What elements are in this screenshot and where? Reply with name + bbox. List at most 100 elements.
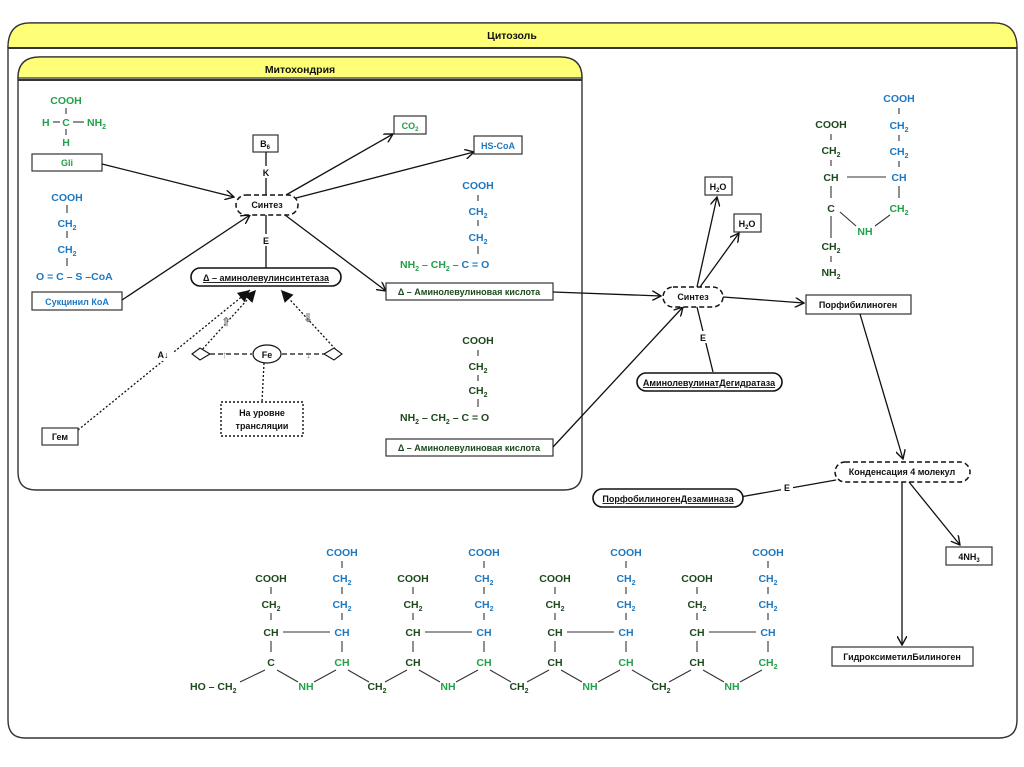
h2o-box-2[interactable] [733, 213, 762, 233]
ala-box-2[interactable] [385, 438, 554, 457]
translation-note [220, 401, 304, 437]
bond [668, 669, 692, 683]
heme-box[interactable] [41, 427, 79, 446]
ring-ch: CH [618, 657, 633, 669]
ring-ch: CH [689, 627, 704, 639]
svg-text:H2O: H2O [739, 219, 756, 231]
propionate-ch2: CH2 [758, 573, 777, 587]
propionate-ch2: CH2 [758, 599, 777, 613]
svg-text:↑: ↑ [222, 350, 227, 361]
ring-ch: CH [476, 657, 491, 669]
svg-text:H: H [42, 117, 50, 129]
edge-synthesis2-h2o-1 [696, 197, 717, 288]
succinyl-coa-structure: COOH CH2 CH2 O = C – S –CoA [36, 192, 113, 283]
mitochondria-header [17, 56, 583, 79]
svg-text:C: C [62, 117, 70, 129]
svg-text:Δ – Аминолевулиновая кислота: Δ – Аминолевулиновая кислота [398, 443, 541, 453]
ala-structure-2: COOH CH2 CH2 NH2 – CH2 – C = O [400, 335, 494, 426]
bridge-ch2: CH2 [651, 681, 670, 695]
ala-box-1[interactable] [385, 282, 554, 301]
svg-text:H: H [62, 137, 70, 149]
acetate-ch2: CH2 [261, 599, 280, 613]
svg-text:C: C [827, 203, 835, 215]
svg-text:ГидроксиметилБилиноген: ГидроксиметилБилиноген [843, 652, 961, 662]
edge-condensation-nh3 [908, 481, 960, 545]
propionate-cooh: COOH [752, 547, 784, 559]
hscoa-box[interactable] [473, 135, 523, 155]
svg-text:⇑: ⇑ [221, 315, 231, 329]
succinyl-coa-box[interactable] [31, 291, 123, 311]
acetate-cooh: COOH [255, 573, 287, 585]
svg-text:4NH3: 4NH3 [958, 552, 980, 564]
svg-text:HO – CH2: HO – CH2 [190, 681, 237, 695]
svg-text:Δ – Аминолевулиновая кислота: Δ – Аминолевулиновая кислота [398, 287, 541, 297]
svg-text:COOH: COOH [883, 93, 915, 105]
ring-ch: CH [476, 627, 491, 639]
svg-text:E: E [784, 483, 790, 493]
acetate-cooh: COOH [681, 573, 713, 585]
propionate-ch2: CH2 [332, 573, 351, 587]
svg-text:Синтез: Синтез [677, 292, 709, 302]
ring-ch2: CH2 [758, 657, 777, 671]
hydroxymethylbilane-box[interactable] [831, 646, 974, 667]
enzyme-edge-label: E [263, 236, 269, 246]
ring-nh: NH [298, 681, 313, 693]
svg-text:O = C – S –CoA: O = C – S –CoA [36, 271, 113, 283]
porphobilinogen-box[interactable] [805, 294, 912, 315]
svg-text:Fe: Fe [262, 350, 273, 360]
synthesis2-node[interactable] [662, 286, 724, 308]
propionate-cooh: COOH [610, 547, 642, 559]
bond [455, 669, 479, 683]
cytosol-title: Цитозоль [487, 30, 537, 42]
svg-text:ПорфобилиногенДезаминаза: ПорфобилиногенДезаминаза [602, 494, 734, 504]
svg-text:CH2: CH2 [468, 361, 487, 375]
acetate-ch2: CH2 [545, 599, 564, 613]
bond [702, 669, 725, 683]
edge-succ-synthesis [121, 215, 250, 301]
acetate-ch2: CH2 [403, 599, 422, 613]
porphobilinogen-structure: COOH CH2 CH C NH CH2 NH2 COOH CH2 CH2 CH… [815, 93, 915, 281]
svg-text:CH2: CH2 [821, 241, 840, 255]
ala-synthase-enzyme[interactable] [190, 267, 342, 287]
ring-carbon: CH [405, 657, 420, 669]
svg-text:CH2: CH2 [57, 218, 76, 232]
acetate-ch2: CH2 [687, 599, 706, 613]
svg-text:CH2: CH2 [468, 385, 487, 399]
nh3-box[interactable] [945, 546, 993, 566]
svg-text:NH2: NH2 [821, 267, 840, 281]
bond [631, 669, 654, 683]
bridge-ch2: CH2 [509, 681, 528, 695]
co2-box[interactable] [393, 115, 427, 135]
glycine-box[interactable] [31, 153, 103, 172]
bridge-ch2: CH2 [367, 681, 386, 695]
svg-text:COOH: COOH [462, 335, 494, 347]
ala-dehydratase-enzyme[interactable] [636, 372, 783, 392]
svg-text:CH2: CH2 [889, 146, 908, 160]
svg-text:Гем: Гем [52, 432, 69, 442]
propionate-ch2: CH2 [332, 599, 351, 613]
bond [347, 669, 370, 683]
svg-text:CH: CH [891, 172, 906, 184]
h2o-box-1[interactable] [704, 176, 733, 196]
ring-ch: CH [547, 627, 562, 639]
cytosol-header [7, 22, 1018, 49]
ring-nh: NH [582, 681, 597, 693]
svg-text:COOH: COOH [462, 180, 494, 192]
svg-text:NH2: NH2 [87, 117, 106, 131]
svg-text:CH2: CH2 [821, 145, 840, 159]
mitochondria-title: Митохондрия [265, 64, 335, 76]
propionate-cooh: COOH [468, 547, 500, 559]
bond [526, 669, 550, 683]
svg-text:CH2: CH2 [468, 232, 487, 246]
edge-ala1-synthesis2 [552, 292, 661, 296]
ring-ch: CH [334, 657, 349, 669]
ring-carbon: CH [689, 657, 704, 669]
bond [418, 669, 441, 683]
svg-text:АминолевулинатДегидратаза: АминолевулинатДегидратаза [643, 378, 776, 388]
pbg-deaminase-enzyme[interactable] [592, 488, 744, 508]
ring-ch: CH [760, 627, 775, 639]
iron-node[interactable] [252, 344, 282, 364]
svg-text:NH2 – CH2 – C = O: NH2 – CH2 – C = O [400, 259, 489, 273]
svg-text:Конденсация 4 молекул: Конденсация 4 молекул [849, 467, 956, 477]
synthesis1-node[interactable] [235, 194, 299, 216]
